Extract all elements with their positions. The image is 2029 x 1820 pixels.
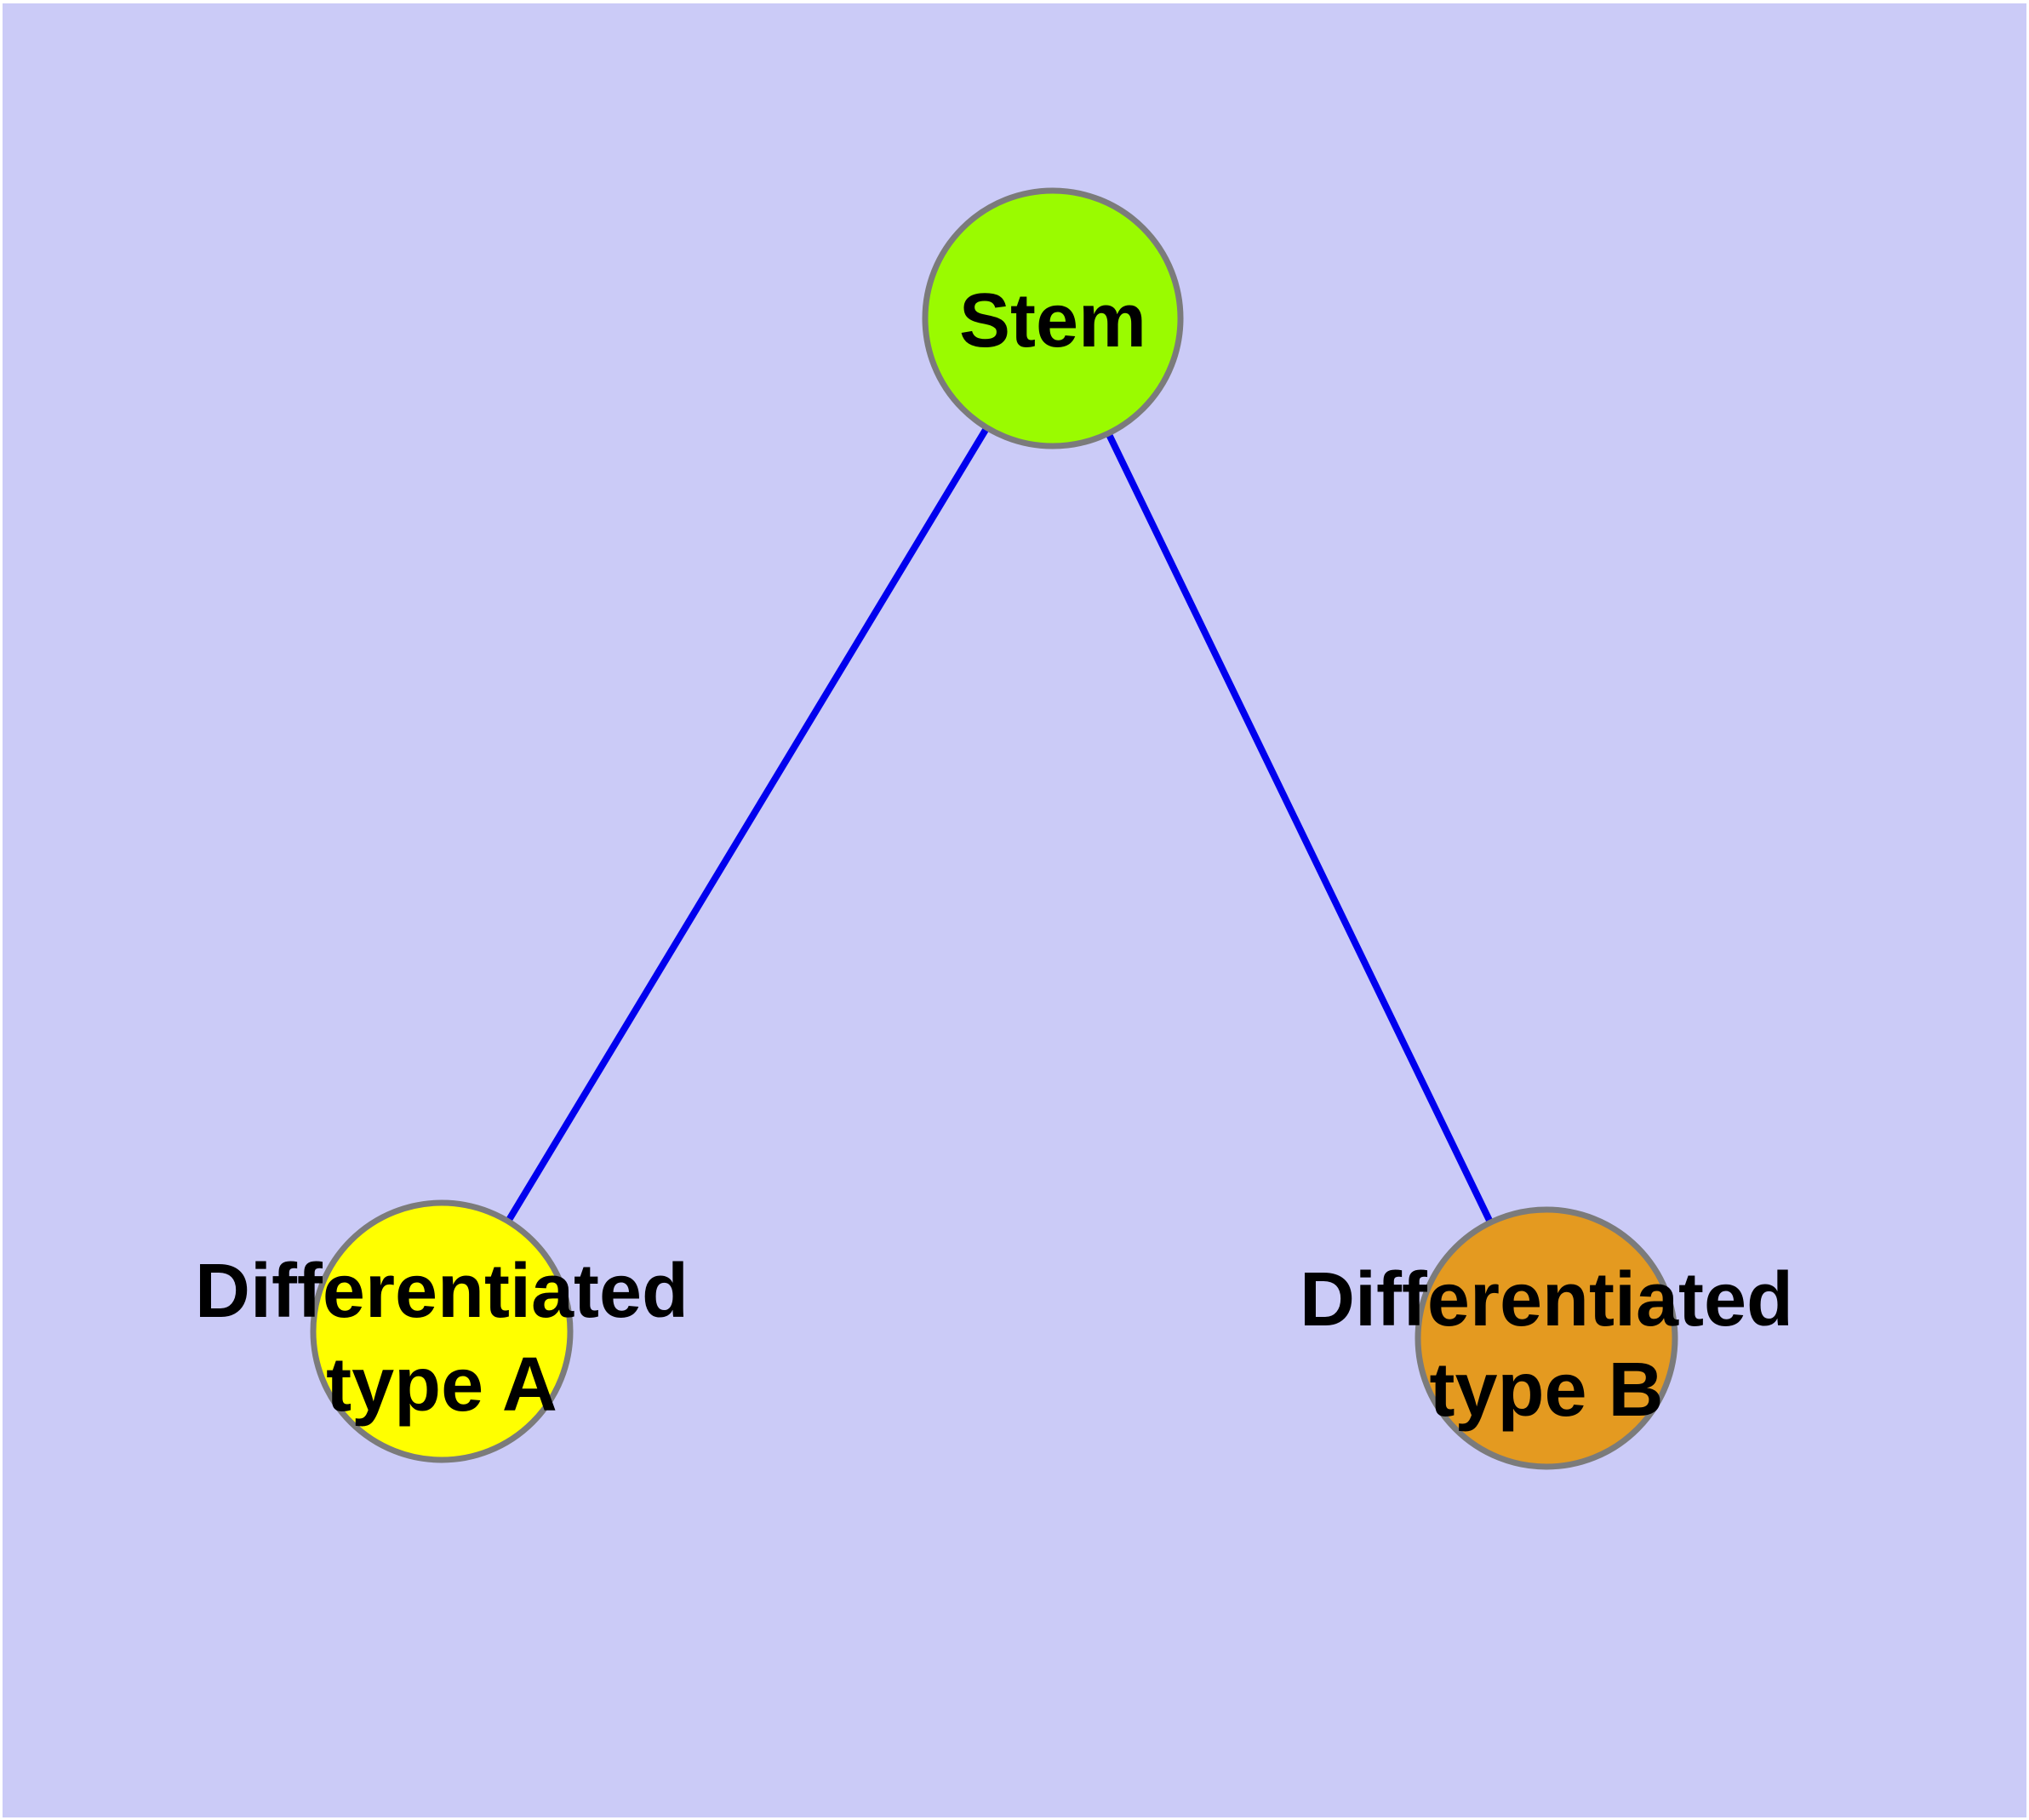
node-differentiated-type-a — [310, 1199, 574, 1463]
node-stem — [922, 187, 1184, 449]
type-a-node-label-line2: type A — [326, 1342, 557, 1428]
edge-stem-to-type-b — [1049, 317, 1550, 1340]
edge-stem-to-type-a — [438, 316, 1056, 1334]
type-b-node-label-line1: Differentiated — [1300, 1257, 1793, 1342]
type-a-node-label-line1: Differentiated — [195, 1249, 689, 1334]
node-differentiated-type-b — [1415, 1206, 1678, 1470]
type-b-node-label-line2: type B — [1429, 1348, 1663, 1433]
stem-node-label: Stem — [959, 278, 1146, 363]
